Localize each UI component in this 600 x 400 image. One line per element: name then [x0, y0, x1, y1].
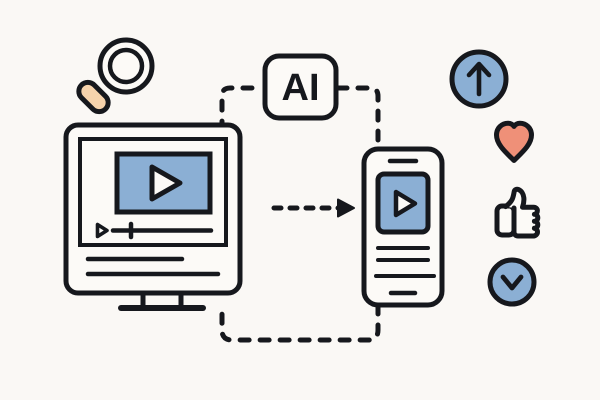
phone-play-icon[interactable]	[393, 189, 418, 218]
connector-desktop-to-phone	[271, 198, 355, 218]
thumbs-up-cuff	[494, 203, 517, 238]
ai-badge: AI	[262, 53, 339, 121]
magnifier-lens-inner	[107, 47, 145, 85]
connector-ai-to-phone	[335, 85, 381, 143]
chevron-down-circle-icon[interactable]	[487, 257, 537, 307]
thumbs-up-icon[interactable]	[494, 186, 541, 239]
arrowhead-icon	[337, 198, 355, 218]
arrow-up-circle-icon[interactable]	[449, 49, 509, 109]
monitor-stand-base	[118, 305, 206, 311]
ai-badge-label: AI	[282, 67, 320, 109]
magnifying-glass-icon	[76, 37, 155, 115]
heart-shape	[494, 120, 534, 163]
arrow-up-head	[466, 61, 492, 78]
smartphone	[361, 146, 445, 308]
thumbs-up-hand	[503, 186, 541, 239]
chevron-down-glyph	[500, 274, 524, 291]
chevron-down-circle-bg	[487, 257, 537, 307]
magnifier-handle	[76, 79, 111, 115]
connector-phone-to-desktop-feedback	[219, 302, 381, 343]
heart-icon[interactable]	[494, 120, 534, 163]
ai-badge-box	[262, 53, 339, 121]
desktop-monitor	[63, 122, 243, 311]
desktop-play-icon[interactable]	[149, 164, 183, 202]
desktop-play-control-icon[interactable]	[95, 222, 109, 239]
